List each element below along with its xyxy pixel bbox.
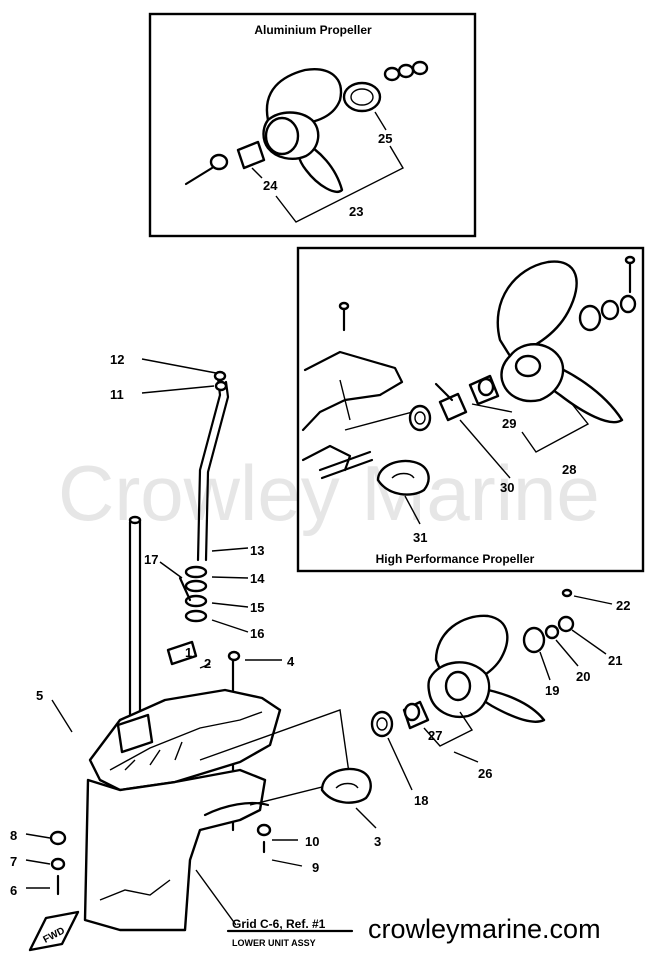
callout-25: 25	[378, 131, 392, 146]
callout-5: 5	[36, 688, 43, 703]
watermark: Crowley Marine	[58, 449, 600, 537]
callout-2: 2	[204, 656, 211, 671]
callout-9: 9	[312, 860, 319, 875]
callout-1: 1	[185, 645, 192, 660]
callout-23: 23	[349, 204, 363, 219]
high-performance-propeller-inset: High Performance Propeller	[296, 246, 645, 573]
callout-31: 31	[413, 530, 427, 545]
reference-line-1: Grid C-6, Ref. #1	[232, 917, 326, 931]
callout-17: 17	[144, 552, 158, 567]
callout-30: 30	[500, 480, 514, 495]
callout-16: 16	[250, 626, 264, 641]
callout-4: 4	[287, 654, 295, 669]
callout-26: 26	[478, 766, 492, 781]
callout-28: 28	[562, 462, 576, 477]
callout-8: 8	[10, 828, 17, 843]
callout-10: 10	[305, 834, 319, 849]
site-url: crowleymarine.com	[368, 914, 601, 944]
callout-12: 12	[110, 352, 124, 367]
callout-15: 15	[250, 600, 264, 615]
callout-19: 19	[545, 683, 559, 698]
high-performance-propeller-title: High Performance Propeller	[376, 552, 535, 566]
callout-21: 21	[608, 653, 622, 668]
callout-18: 18	[414, 793, 428, 808]
callout-24: 24	[263, 178, 278, 193]
callout-20: 20	[576, 669, 590, 684]
aluminium-propeller-inset: Aluminium Propeller 25 24 23	[148, 12, 477, 238]
callout-6: 6	[10, 883, 17, 898]
callout-13: 13	[250, 543, 264, 558]
callout-3: 3	[374, 834, 381, 849]
callout-14: 14	[250, 571, 265, 586]
lower-unit-assembly: 1 2 3 4 5 6 7 8 9 10 11 12 13 14 15 16 1…	[10, 352, 630, 952]
reference-line-2: LOWER UNIT ASSY	[232, 938, 316, 948]
callout-27: 27	[428, 728, 442, 743]
callout-7: 7	[10, 854, 17, 869]
callout-29: 29	[502, 416, 516, 431]
callout-22: 22	[616, 598, 630, 613]
callout-11: 11	[110, 387, 124, 402]
aluminium-propeller-title: Aluminium Propeller	[254, 23, 372, 37]
